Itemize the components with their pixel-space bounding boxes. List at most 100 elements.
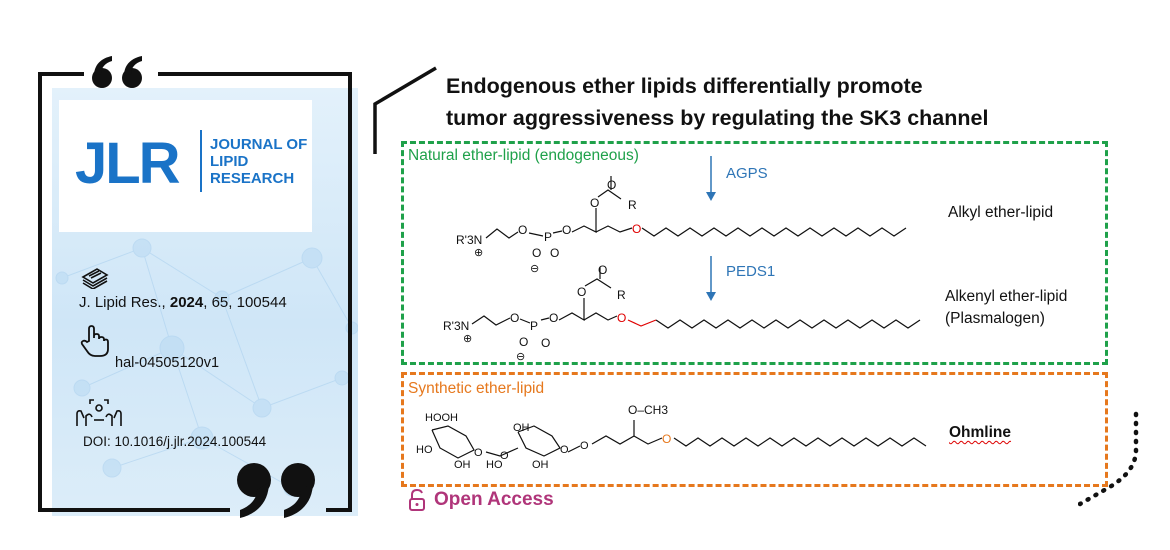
- hydroxyl-label: HOOH: [425, 412, 458, 424]
- minus-charge: ⊖: [530, 263, 540, 275]
- atom-o: O: [518, 223, 528, 237]
- glycosidic-oxygen: O: [500, 450, 509, 462]
- title-bracket: [373, 66, 437, 154]
- atom-o: O: [580, 440, 589, 452]
- atom-o: O: [510, 311, 520, 325]
- atom-o: O: [590, 196, 600, 210]
- ring-oxygen: O: [560, 444, 569, 456]
- glycerol-bond: [583, 312, 618, 321]
- linker-bond: [633, 435, 663, 445]
- figure-title: Endogenous ether lipids differentially p…: [446, 70, 1086, 134]
- title-line-2: tumor aggressiveness by regulating the S…: [446, 106, 989, 130]
- atom-o: O: [549, 311, 559, 325]
- atom-o: O: [550, 246, 560, 260]
- atom-p: P: [530, 319, 539, 333]
- frame-left-border: [38, 72, 42, 512]
- head-group-bond: [471, 315, 511, 326]
- atom-o: O: [541, 336, 551, 350]
- phosphate-bond: [528, 232, 544, 237]
- natural-ether-lipid-box: [401, 141, 1108, 365]
- glycosidic-bond: [567, 445, 581, 453]
- atom-o: O: [577, 285, 587, 299]
- amine-label: R'3N: [443, 319, 470, 333]
- logo-divider: [200, 130, 202, 192]
- citation: J. Lipid Res., 2024, 65, 100544: [79, 294, 287, 311]
- doi[interactable]: DOI: 10.1016/j.jlr.2024.100544: [83, 434, 267, 449]
- r-group: R: [628, 198, 637, 212]
- frame-bottom-border: [326, 508, 352, 512]
- frame-top-border: [38, 72, 84, 76]
- atom-o: O: [598, 263, 608, 277]
- glycerol-bond: [571, 208, 597, 233]
- journal-logo: JLR JOURNAL OF LIPID RESEARCH: [59, 100, 312, 232]
- alkyl-chain: [641, 227, 907, 237]
- network-pattern: [55, 238, 358, 497]
- phosphate-bond: [519, 318, 531, 324]
- frame-top-border: [158, 72, 352, 76]
- ohmline-label: Ohmline: [949, 424, 1012, 441]
- arrow-down-icon: [706, 256, 716, 301]
- ester-bond: [597, 189, 622, 200]
- hydroxyl-label: OH: [532, 459, 549, 471]
- arrow-down-icon: [706, 156, 716, 201]
- enzyme-agps: AGPS: [726, 165, 768, 182]
- ring-oxygen: O: [474, 447, 483, 459]
- citation-journal: J. Lipid Res.,: [79, 294, 170, 311]
- synthetic-label: Synthetic ether-lipid: [408, 380, 545, 397]
- frame-bottom-border: [38, 508, 230, 512]
- hal-identifier: hal-04505120v1: [115, 355, 220, 371]
- vinyl-ether-bond: [627, 319, 657, 327]
- plus-charge: ⊕: [474, 247, 484, 259]
- atom-o: O: [562, 223, 572, 237]
- frame-right-border: [348, 72, 352, 512]
- atom-o: O: [519, 335, 529, 349]
- atom-p: P: [544, 230, 553, 244]
- compound2-line1: Alkenyl ether-lipid: [945, 288, 1068, 305]
- dotted-decoration: [1078, 411, 1139, 507]
- hydroxyl-label: HO: [416, 444, 433, 456]
- logo-abbreviation: JLR: [75, 131, 181, 196]
- citation-volume: , 65, 100544: [203, 294, 287, 311]
- head-group-bond: [485, 228, 519, 239]
- atom-o: O: [532, 246, 542, 260]
- title-line-1: Endogenous ether lipids differentially p…: [446, 74, 923, 98]
- citation-year: 2024: [169, 294, 204, 311]
- ester-bond: [584, 278, 612, 289]
- ether-oxygen: O: [617, 311, 627, 325]
- journal-stack-icon: [81, 268, 109, 289]
- open-access-label[interactable]: Open Access: [434, 489, 554, 510]
- amine-label: R'3N: [456, 233, 483, 247]
- minus-charge: ⊖: [516, 351, 526, 363]
- teamwork-icon: [76, 399, 122, 426]
- close-quote-icon: [237, 463, 315, 518]
- phosphate-bond: [540, 317, 550, 321]
- hydroxyl-label: HO: [486, 459, 503, 471]
- glycosidic-bond: [485, 447, 519, 457]
- atom-o: O: [607, 178, 617, 192]
- ether-oxygen: O: [632, 222, 642, 236]
- pointing-hand-icon: [80, 325, 109, 357]
- synthetic-ether-lipid-box: [401, 372, 1108, 487]
- natural-label: Natural ether-lipid (endogeneous): [408, 147, 639, 164]
- sugar-ring: [517, 425, 561, 457]
- enzyme-peds1: PEDS1: [726, 263, 776, 280]
- methoxy-label: O–CH3: [628, 403, 669, 417]
- phosphate-bond: [552, 230, 563, 234]
- sugar-ring: [431, 425, 475, 459]
- open-quote-icon: [92, 56, 142, 88]
- glycerol-bond: [558, 298, 585, 322]
- alkyl-chain: [673, 437, 927, 447]
- logo-journal-name: JOURNAL OF LIPID RESEARCH: [210, 136, 308, 187]
- plus-charge: ⊕: [463, 333, 473, 345]
- linker-bond: [591, 420, 635, 445]
- unlocked-padlock-icon: [409, 489, 425, 511]
- r-group: R: [617, 288, 626, 302]
- ether-oxygen: O: [662, 432, 672, 446]
- compound2-line2: (Plasmalogen): [945, 310, 1045, 327]
- alkenyl-chain: [655, 319, 921, 329]
- alkyl-ether-lipid-label: Alkyl ether-lipid: [948, 204, 1054, 221]
- alkenyl-ether-lipid-label: Alkenyl ether-lipid (Plasmalogen): [945, 286, 1067, 330]
- hydroxyl-label: OH: [513, 422, 530, 434]
